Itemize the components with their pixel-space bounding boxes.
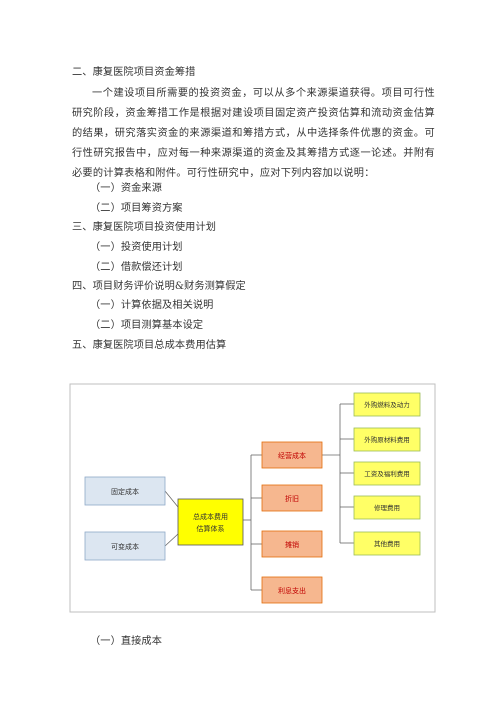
list-item-loan-repayment: （二）借款偿还计划 [90,262,183,273]
amortization-box [261,530,323,558]
raw-materials-label: 外购原材料费用 [364,435,410,444]
depreciation-label: 折旧 [285,494,299,503]
depreciation-box [261,484,323,512]
interest-expense-box [261,576,323,604]
wages-welfare-box [353,461,421,486]
total-cost-system-box [177,498,244,546]
list-item-fund-source: （一）资金来源 [90,183,163,194]
other-cost-label: 其他费用 [374,539,400,548]
section-heading-fund-raising: 二、康复医院项目资金筹措 [72,67,196,78]
other-cost-box [353,531,421,556]
repair-cost-box [353,495,421,520]
repair-cost-label: 修理费用 [374,503,400,512]
list-item-assumptions: （二）项目测算基本设定 [90,320,204,331]
diagram-connectors [164,403,354,591]
variable-cost-label: 可变成本 [111,542,139,551]
list-item-direct-cost: （一）直接成本 [90,636,163,647]
fund-raising-paragraph: 一个建设项目所需要的投资资金，可以从多个来源渠道获得。项目可行性研究阶段，资金筹… [72,88,435,179]
total-cost-system-label-line1: 总成本费用 [193,512,228,521]
list-item-calc-basis: （一）计算依据及相关说明 [90,300,214,311]
wages-welfare-label: 工资及福利费用 [364,469,410,478]
section-heading-total-cost: 五、康复医院项目总成本费用估算 [72,340,227,351]
variable-cost-box [84,531,166,561]
operating-cost-box [261,441,323,469]
diagram-frame [69,383,436,613]
list-item-financing-plan: （二）项目筹资方案 [90,203,183,214]
interest-expense-label: 利息支出 [278,586,306,595]
raw-materials-box [353,427,421,452]
fuel-power-label: 外购燃料及动力 [364,400,410,409]
amortization-label: 摊销 [285,540,299,549]
list-item-investment-use: （一）投资使用计划 [90,242,183,253]
operating-cost-label: 经营成本 [278,451,306,460]
total-cost-system-label-line2: 估算体系 [197,524,225,533]
fixed-cost-label: 固定成本 [111,487,139,496]
fixed-cost-box [84,476,166,506]
section-heading-investment-plan: 三、康复医院项目投资使用计划 [72,222,217,233]
section-heading-financial-eval: 四、项目财务评价说明&财务测算假定 [72,281,246,292]
fuel-power-box [353,392,421,417]
